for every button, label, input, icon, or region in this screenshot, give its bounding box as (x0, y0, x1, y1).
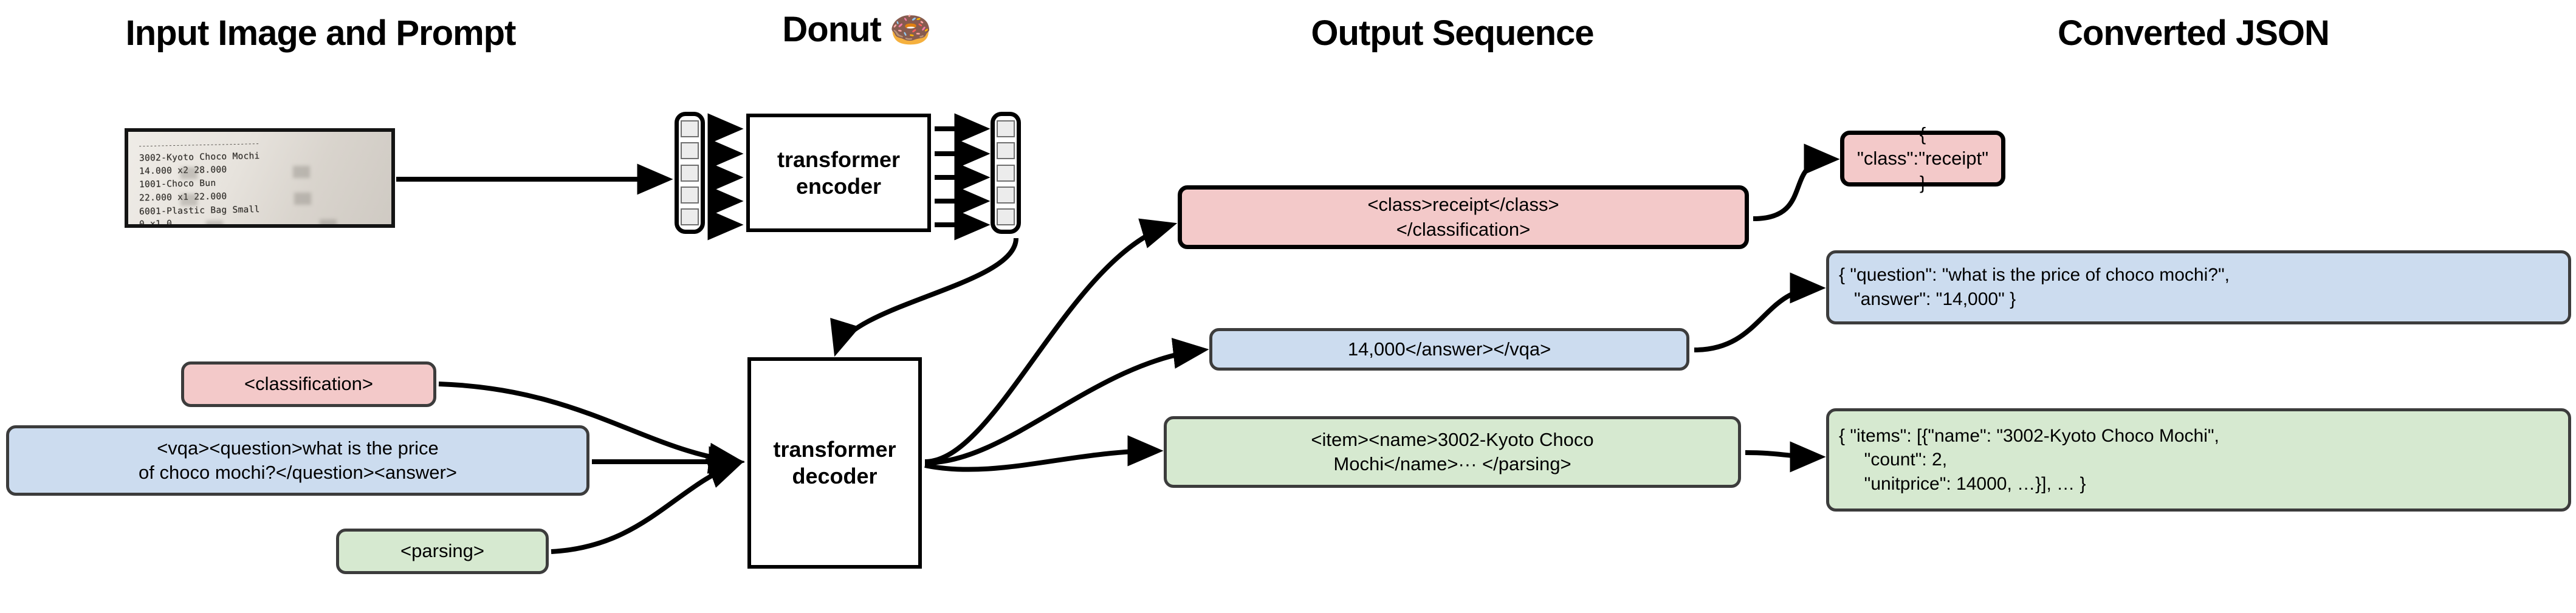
transformer-encoder-box: transformer encoder (746, 114, 931, 232)
prompt-vqa-line1: <vqa><question>what is the price (157, 437, 439, 459)
wire-out-parse-to-json (1745, 441, 1826, 473)
prompt-vqa-line2: of choco mochi?</question><answer> (139, 462, 457, 483)
input-receipt-image: -------------------------------- 3002-Ky… (125, 128, 395, 228)
receipt-redaction-2 (293, 166, 310, 178)
column-title-converted-json: Converted JSON (2058, 13, 2330, 53)
column-title-donut: Donut 🍩 (644, 12, 1070, 47)
prompt-box-classification[interactable]: <classification> (181, 361, 436, 407)
prompt-parsing-text: <parsing> (400, 540, 484, 562)
json-vqa-text: { "question": "what is the price of choc… (1839, 265, 2230, 309)
encoder-label-line1: transformer (777, 146, 901, 172)
prompt-box-parsing[interactable]: <parsing> (336, 529, 549, 574)
token-cell (681, 164, 699, 182)
column-title-input-image-and-prompt: Input Image and Prompt (125, 13, 517, 53)
json-classification-text: { "class":"receipt" } (1856, 123, 1989, 194)
wire-out-vqa-to-json (1694, 272, 1826, 352)
output-parsing-line2: Mochi</name>··· </parsing> (1333, 453, 1571, 474)
wire-decoder-to-out-vqa (924, 338, 1209, 465)
receipt-top-rule: -------------------------------- (137, 139, 259, 151)
receipt-line-6: 0 x1 0 (139, 219, 173, 228)
decoder-label-line1: transformer (773, 437, 896, 462)
wire-decoder-to-out-parse (924, 435, 1164, 472)
prompt-box-vqa[interactable]: <vqa><question>what is the price of choc… (6, 425, 589, 496)
wire-encoder-to-decoder (830, 238, 1018, 357)
output-box-parsing[interactable]: <item><name>3002-Kyoto Choco Mochi</name… (1164, 416, 1741, 488)
output-classification-line2: </classification> (1396, 218, 1531, 240)
decoder-label-line2: decoder (792, 464, 878, 488)
token-cell (681, 142, 699, 160)
wire-out-class-to-json (1753, 143, 1840, 221)
token-cell (681, 208, 699, 225)
output-box-vqa[interactable]: 14,000</answer></vqa> (1209, 328, 1689, 371)
output-classification-line1: <class>receipt</class> (1367, 194, 1559, 216)
receipt-line-3: 1001-Choco Bun (139, 178, 216, 190)
receipt-redaction-1 (180, 167, 197, 179)
token-cell (997, 142, 1015, 160)
json-box-vqa[interactable]: { "question": "what is the price of choc… (1826, 250, 2571, 324)
receipt-redaction-5 (206, 221, 223, 224)
token-cell (997, 208, 1015, 225)
token-cell (681, 186, 699, 204)
output-parsing-line1: <item><name>3002-Kyoto Choco (1311, 428, 1594, 450)
token-cell (997, 186, 1015, 204)
json-box-parsing[interactable]: { "items": [{"name": "3002-Kyoto Choco M… (1826, 408, 2571, 512)
transformer-decoder-box: transformer decoder (747, 357, 922, 569)
token-cell (681, 120, 699, 137)
donut-title-text: Donut (782, 10, 881, 49)
column-title-output-sequence: Output Sequence (1311, 13, 1594, 53)
json-parsing-text: { "items": [{"name": "3002-Kyoto Choco M… (1839, 425, 2219, 494)
token-cell (997, 164, 1015, 182)
json-box-classification[interactable]: { "class":"receipt" } (1840, 123, 2005, 193)
output-box-classification[interactable]: <class>receipt</class> </classification> (1178, 185, 1749, 249)
receipt-redaction-6 (320, 219, 337, 224)
encoder-input-token-strip (675, 112, 705, 234)
token-cell (997, 120, 1015, 137)
encoder-output-token-strip (991, 112, 1021, 234)
output-vqa-text: 14,000</answer></vqa> (1347, 338, 1551, 360)
wire-decoder-to-out-class (924, 218, 1178, 464)
encoder-label-line2: encoder (795, 173, 882, 199)
prompt-classification-text: <classification> (244, 373, 373, 395)
receipt-redaction-3 (180, 194, 197, 206)
receipt-line-1: 3002-Kyoto Choco Mochi (139, 151, 260, 163)
donut-icon: 🍩 (889, 10, 932, 49)
receipt-line-5: 6001-Plastic Bag Small (139, 205, 260, 217)
receipt-redaction-4 (294, 193, 311, 205)
